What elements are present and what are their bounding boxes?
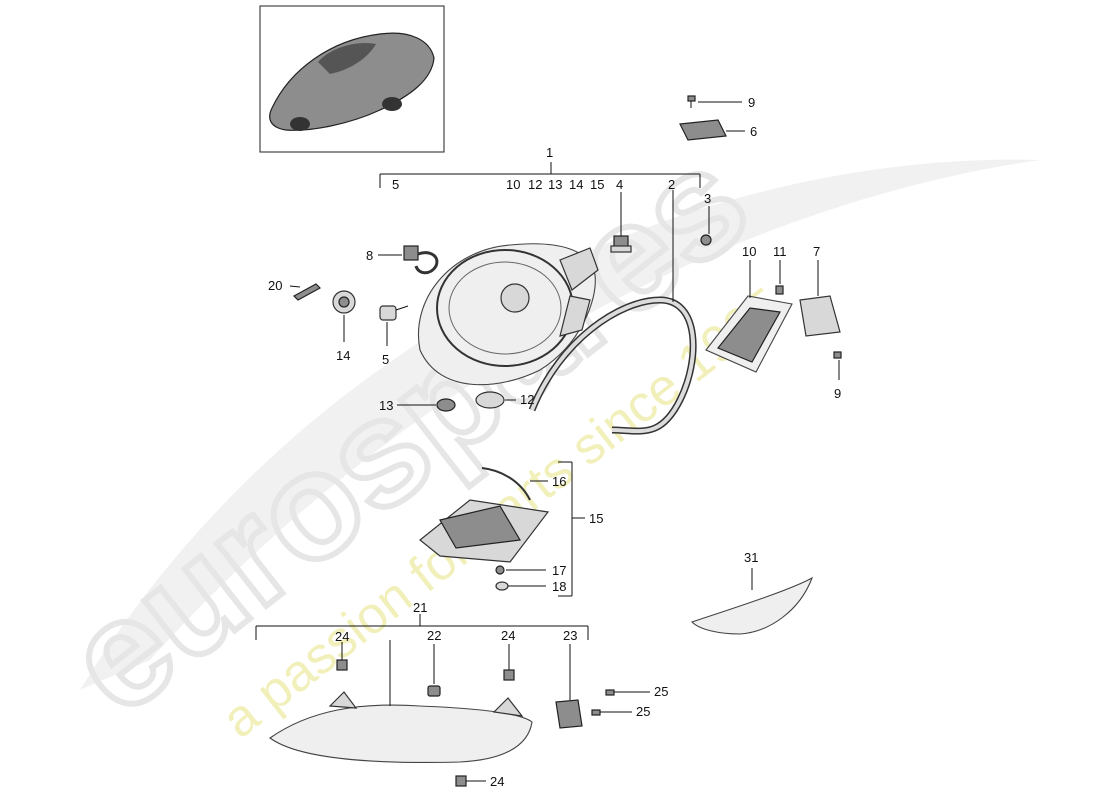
part-17-nut — [495, 565, 505, 575]
car-thumbnail — [259, 5, 445, 153]
label-4: 4 — [616, 177, 623, 192]
label-1: 1 — [546, 145, 553, 160]
label-1-sub-15: 15 — [590, 177, 604, 192]
part-8-connector — [378, 245, 439, 275]
part-14-cap — [332, 290, 356, 342]
part-23-socket — [555, 644, 583, 729]
label-16: 16 — [552, 474, 566, 489]
car-wheel-rear — [382, 97, 402, 111]
part-25-screws — [591, 689, 650, 716]
part-6-module — [679, 119, 745, 141]
label-21: 21 — [413, 600, 427, 615]
label-9-bottom: 9 — [834, 386, 841, 401]
part-11-screw — [775, 260, 784, 295]
label-25-lower: 25 — [636, 704, 650, 719]
part-12-cover — [475, 391, 516, 409]
part-9-top-screw — [687, 95, 742, 108]
label-15: 15 — [589, 511, 603, 526]
part-20-clip — [289, 283, 321, 301]
label-20: 20 — [268, 278, 282, 293]
label-24-middle: 24 — [501, 628, 515, 643]
part-2-trim-ring — [528, 190, 697, 435]
label-24-bottom: 24 — [490, 774, 504, 789]
part-18-washer — [495, 581, 509, 591]
label-3: 3 — [704, 191, 711, 206]
label-9-top: 9 — [748, 95, 755, 110]
part-31-side-marker — [690, 568, 814, 635]
bracket-21 — [255, 614, 589, 640]
part-3-screw — [700, 206, 712, 246]
label-7: 7 — [813, 244, 820, 259]
part-24-clip-left — [336, 642, 348, 671]
part-10-ballast-frame — [705, 260, 793, 373]
label-10: 10 — [742, 244, 756, 259]
part-4-bulb — [610, 192, 632, 253]
part-24-clip-middle — [503, 644, 515, 681]
part-1-headlight-housing — [418, 243, 599, 386]
label-1-sub-14: 14 — [569, 177, 583, 192]
label-13: 13 — [379, 398, 393, 413]
watermark: eurospares a passion for parts since 198… — [33, 112, 1040, 749]
part-22-grommet — [427, 644, 441, 697]
label-12: 12 — [520, 392, 534, 407]
part-24-clip-bottom — [455, 775, 486, 787]
label-6: 6 — [750, 124, 757, 139]
label-8: 8 — [366, 248, 373, 263]
part-7-control-unit — [799, 260, 841, 337]
label-17: 17 — [552, 563, 566, 578]
label-2: 2 — [668, 177, 675, 192]
label-1-sub-12: 12 — [528, 177, 542, 192]
part-13-cover — [397, 398, 456, 412]
label-1-sub-10: 10 — [506, 177, 520, 192]
label-23: 23 — [563, 628, 577, 643]
part-9-bottom-screw — [833, 351, 842, 380]
part-5-bulb-holder — [379, 305, 409, 346]
bracket-1 — [379, 162, 701, 188]
label-31: 31 — [744, 550, 758, 565]
car-windshield — [318, 42, 376, 74]
label-1-sub-5: 5 — [392, 177, 399, 192]
part-21-lower-lamp — [269, 640, 533, 764]
label-5-bottom: 5 — [382, 352, 389, 367]
label-14: 14 — [336, 348, 350, 363]
label-25-upper: 25 — [654, 684, 668, 699]
car-wheel-front — [290, 117, 310, 131]
label-11: 11 — [773, 244, 787, 259]
bracket-15 — [506, 461, 585, 597]
part-15-leveling-unit — [419, 467, 550, 563]
label-18: 18 — [552, 579, 566, 594]
label-24-left: 24 — [335, 629, 349, 644]
watermark-brand: eurospares — [36, 115, 777, 745]
car-body — [269, 32, 435, 131]
label-22: 22 — [427, 628, 441, 643]
label-1-sub-13: 13 — [548, 177, 562, 192]
